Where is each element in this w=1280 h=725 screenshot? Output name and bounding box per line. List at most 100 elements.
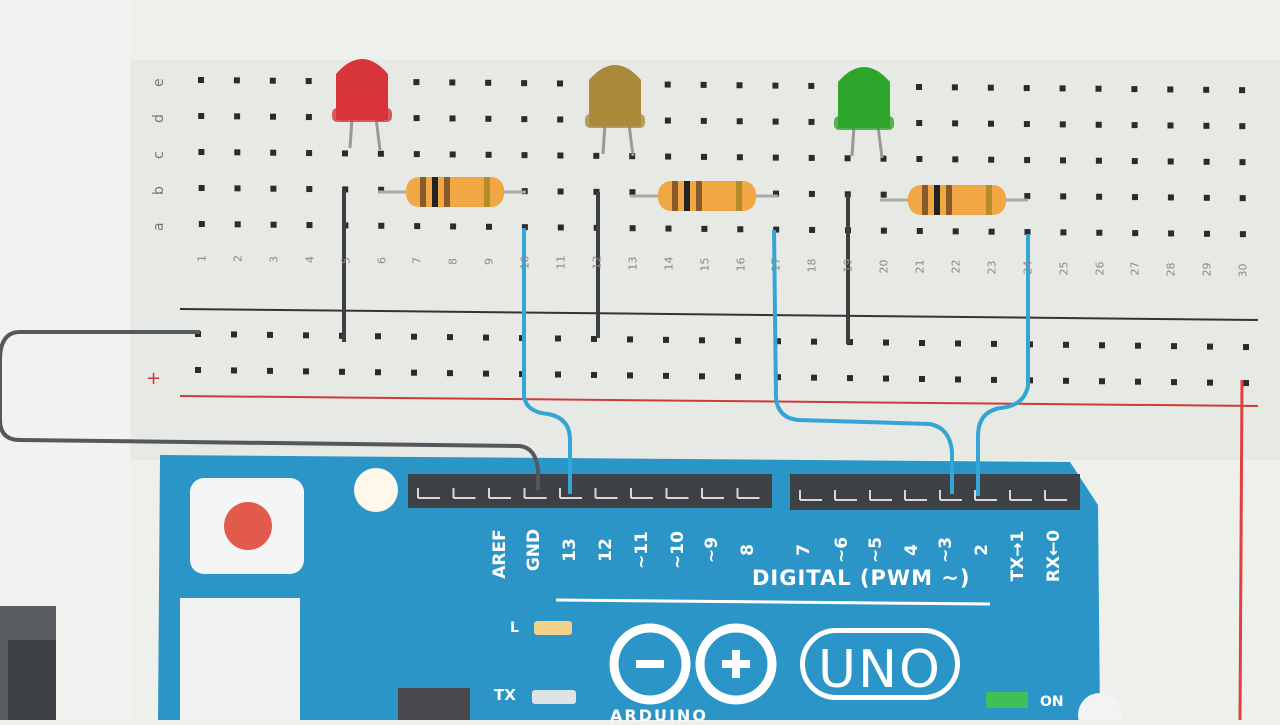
breadboard-hole[interactable] bbox=[198, 113, 205, 119]
pin2-wire[interactable] bbox=[976, 234, 1030, 496]
breadboard-hole[interactable] bbox=[413, 79, 420, 86]
breadboard-hole[interactable] bbox=[736, 154, 743, 161]
rail-hole[interactable] bbox=[483, 334, 489, 341]
digital-header-left[interactable] bbox=[408, 474, 772, 508]
pin13-wire[interactable] bbox=[522, 228, 572, 494]
breadboard-hole[interactable] bbox=[378, 186, 385, 193]
breadboard-hole[interactable] bbox=[1095, 85, 1102, 92]
breadboard-hole[interactable] bbox=[198, 221, 205, 227]
rail-hole[interactable] bbox=[775, 338, 781, 345]
breadboard-hole[interactable] bbox=[1060, 193, 1067, 200]
breadboard[interactable] bbox=[130, 60, 1280, 460]
breadboard-hole[interactable] bbox=[1132, 230, 1139, 237]
breadboard-hole[interactable] bbox=[1059, 121, 1066, 128]
breadboard-hole[interactable] bbox=[736, 82, 743, 89]
breadboard-hole[interactable] bbox=[413, 115, 420, 122]
breadboard-hole[interactable] bbox=[378, 222, 385, 229]
rail-hole[interactable] bbox=[991, 340, 997, 347]
header-pin[interactable] bbox=[1009, 490, 1032, 501]
breadboard-hole[interactable] bbox=[916, 228, 923, 234]
breadboard-hole[interactable] bbox=[1167, 122, 1174, 129]
breadboard-hole[interactable] bbox=[485, 151, 492, 158]
breadboard-hole[interactable] bbox=[629, 153, 636, 160]
breadboard-hole[interactable] bbox=[1131, 158, 1138, 165]
breadboard-hole[interactable] bbox=[270, 221, 277, 228]
breadboard-hole[interactable] bbox=[880, 191, 887, 198]
breadboard-hole[interactable] bbox=[1239, 231, 1246, 238]
rail-hole[interactable] bbox=[483, 370, 489, 377]
breadboard-hole[interactable] bbox=[1203, 122, 1210, 129]
rail-hole[interactable] bbox=[1171, 379, 1177, 386]
breadboard-hole[interactable] bbox=[1167, 86, 1174, 93]
rail-hole[interactable] bbox=[627, 336, 633, 343]
header-pin[interactable] bbox=[630, 488, 653, 499]
breadboard-hole[interactable] bbox=[1060, 229, 1067, 236]
header-pin[interactable] bbox=[869, 490, 892, 501]
breadboard-hole[interactable] bbox=[234, 149, 241, 156]
rail-hole[interactable] bbox=[1063, 377, 1069, 384]
rail-hole[interactable] bbox=[883, 339, 889, 346]
breadboard-hole[interactable] bbox=[701, 153, 707, 160]
breadboard-hole[interactable] bbox=[1023, 85, 1030, 92]
header-pin[interactable] bbox=[904, 490, 927, 501]
rail-hole[interactable] bbox=[447, 334, 453, 341]
breadboard-hole[interactable] bbox=[521, 116, 528, 123]
rail-hole[interactable] bbox=[231, 367, 237, 374]
rail-hole[interactable] bbox=[847, 375, 853, 382]
rail-hole[interactable] bbox=[699, 337, 705, 344]
breadboard-hole[interactable] bbox=[1023, 121, 1030, 128]
breadboard-hole[interactable] bbox=[449, 115, 456, 122]
rail-hole[interactable] bbox=[591, 335, 597, 342]
header-pin[interactable] bbox=[559, 488, 582, 499]
rail-hole[interactable] bbox=[267, 367, 273, 374]
breadboard-hole[interactable] bbox=[234, 185, 241, 192]
breadboard-hole[interactable] bbox=[557, 224, 564, 231]
breadboard-hole[interactable] bbox=[700, 117, 707, 124]
rail-hole[interactable] bbox=[735, 373, 741, 380]
breadboard-hole[interactable] bbox=[198, 77, 204, 83]
breadboard-hole[interactable] bbox=[413, 151, 420, 158]
breadboard-hole[interactable] bbox=[629, 189, 636, 196]
rail-hole[interactable] bbox=[627, 372, 633, 379]
breadboard-hole[interactable] bbox=[1024, 229, 1031, 236]
resistor[interactable] bbox=[406, 177, 504, 207]
breadboard-hole[interactable] bbox=[952, 120, 959, 127]
breadboard-hole[interactable] bbox=[1131, 86, 1138, 93]
breadboard-hole[interactable] bbox=[988, 156, 995, 163]
breadboard-hole[interactable] bbox=[987, 84, 994, 91]
breadboard-hole[interactable] bbox=[701, 225, 708, 232]
breadboard-hole[interactable] bbox=[233, 77, 240, 84]
breadboard-hole[interactable] bbox=[665, 225, 672, 232]
rail-hole[interactable] bbox=[955, 376, 961, 383]
rail-hole[interactable] bbox=[735, 337, 741, 344]
breadboard-hole[interactable] bbox=[1168, 230, 1175, 237]
rail-hole[interactable] bbox=[955, 340, 961, 347]
breadboard-hole[interactable] bbox=[1239, 159, 1246, 166]
breadboard-hole[interactable] bbox=[1096, 229, 1103, 236]
breadboard-hole[interactable] bbox=[737, 226, 744, 233]
breadboard-hole[interactable] bbox=[664, 117, 671, 124]
breadboard-hole[interactable] bbox=[808, 118, 815, 125]
reset-button[interactable] bbox=[224, 502, 272, 550]
breadboard-hole[interactable] bbox=[306, 222, 313, 229]
pin3-wire[interactable] bbox=[772, 229, 954, 494]
rail-hole[interactable] bbox=[991, 376, 997, 383]
rail-hole[interactable] bbox=[447, 370, 453, 377]
rail-hole[interactable] bbox=[411, 369, 417, 376]
breadboard-hole[interactable] bbox=[772, 82, 779, 89]
rail-hole[interactable] bbox=[591, 371, 597, 378]
breadboard-hole[interactable] bbox=[988, 228, 995, 235]
breadboard-hole[interactable] bbox=[1095, 121, 1102, 128]
resistor[interactable] bbox=[908, 185, 1006, 215]
breadboard-hole[interactable] bbox=[377, 150, 384, 157]
breadboard-hole[interactable] bbox=[414, 223, 421, 230]
breadboard-hole[interactable] bbox=[449, 79, 456, 86]
breadboard-hole[interactable] bbox=[521, 80, 528, 87]
breadboard-hole[interactable] bbox=[773, 226, 780, 233]
header-pin[interactable] bbox=[452, 488, 476, 499]
rail-hole[interactable] bbox=[1207, 343, 1213, 350]
red-led[interactable] bbox=[336, 59, 388, 120]
breadboard-hole[interactable] bbox=[485, 79, 492, 86]
